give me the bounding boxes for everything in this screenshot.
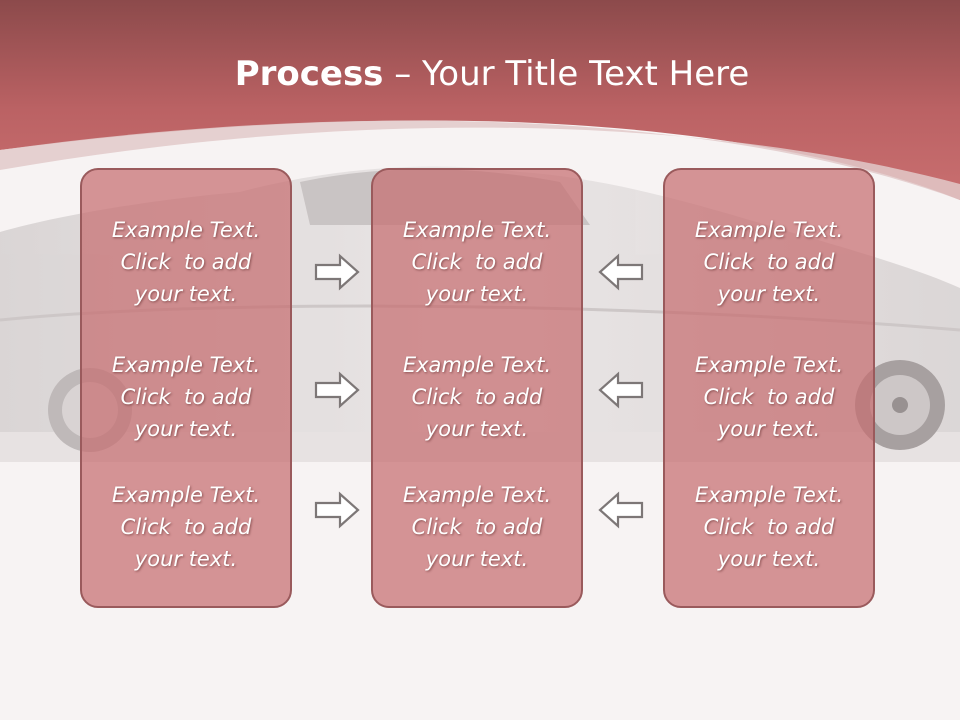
text-line: Example Text. (111, 353, 261, 377)
process-box-right[interactable]: Example Text. Click to add your text. Ex… (663, 168, 875, 608)
arrow-left-icon (598, 491, 644, 529)
text-block[interactable]: Example Text. Click to add your text. (82, 479, 290, 575)
text-line: Example Text. (402, 353, 552, 377)
text-line: your text. (717, 282, 821, 306)
text-line: Example Text. (402, 483, 552, 507)
arrow-left-icon (598, 371, 644, 409)
text-line: Click to add (703, 250, 835, 274)
text-block[interactable]: Example Text. Click to add your text. (665, 214, 873, 310)
text-line: Click to add (120, 385, 252, 409)
text-line: your text. (425, 282, 529, 306)
text-line: your text. (134, 417, 238, 441)
text-block[interactable]: Example Text. Click to add your text. (373, 214, 581, 310)
text-block[interactable]: Example Text. Click to add your text. (665, 479, 873, 575)
text-block[interactable]: Example Text. Click to add your text. (82, 214, 290, 310)
text-line: Click to add (120, 250, 252, 274)
process-box-middle[interactable]: Example Text. Click to add your text. Ex… (371, 168, 583, 608)
text-line: your text. (717, 547, 821, 571)
text-block[interactable]: Example Text. Click to add your text. (373, 349, 581, 445)
text-line: your text. (717, 417, 821, 441)
text-line: Example Text. (694, 353, 844, 377)
text-block[interactable]: Example Text. Click to add your text. (82, 349, 290, 445)
text-line: Click to add (411, 385, 543, 409)
title-rest: – Your Title Text Here (383, 54, 750, 94)
title-bold: Process (234, 54, 384, 94)
page-title: Process – Your Title Text Here (0, 52, 960, 96)
text-block[interactable]: Example Text. Click to add your text. (665, 349, 873, 445)
text-line: Click to add (120, 515, 252, 539)
text-line: your text. (425, 547, 529, 571)
text-line: Example Text. (111, 218, 261, 242)
header-band (0, 0, 960, 200)
arrow-right-icon (314, 253, 360, 291)
arrow-right-icon (314, 491, 360, 529)
arrow-right-icon (314, 371, 360, 409)
text-line: your text. (425, 417, 529, 441)
text-block[interactable]: Example Text. Click to add your text. (373, 479, 581, 575)
text-line: Example Text. (402, 218, 552, 242)
text-line: your text. (134, 547, 238, 571)
text-line: your text. (134, 282, 238, 306)
text-line: Example Text. (111, 483, 261, 507)
process-box-left[interactable]: Example Text. Click to add your text. Ex… (80, 168, 292, 608)
text-line: Example Text. (694, 483, 844, 507)
text-line: Click to add (703, 385, 835, 409)
header-swoosh (0, 120, 960, 200)
arrow-left-icon (598, 253, 644, 291)
text-line: Click to add (411, 515, 543, 539)
text-line: Example Text. (694, 218, 844, 242)
text-line: Click to add (411, 250, 543, 274)
text-line: Click to add (703, 515, 835, 539)
